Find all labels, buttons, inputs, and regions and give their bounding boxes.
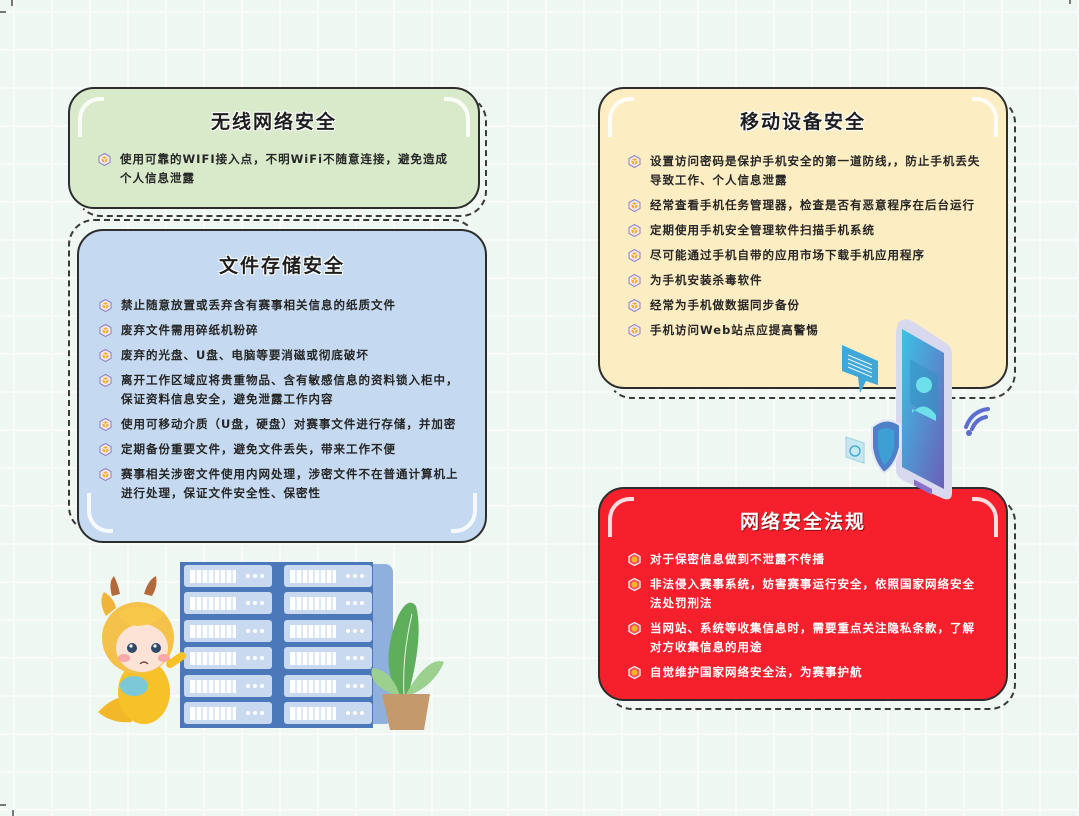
list-item: 废弃文件需用碎纸机粉碎 [99,321,461,340]
corner-highlight [972,497,998,537]
list-item: 经常为手机做数据同步备份 [628,296,986,315]
corner-highlight [451,493,477,533]
item-text: 经常为手机做数据同步备份 [650,298,800,312]
cube-bullet-icon [628,274,641,287]
list-item: 定期使用手机安全管理软件扫描手机系统 [628,221,986,240]
mobile-item-list: 设置访问密码是保护手机安全的第一道防线,，防止手机丢失导致工作、个人信息泄露 经… [628,152,986,340]
item-text: 非法侵入赛事系统，妨害赛事运行安全，依照国家网络安全法处罚刑法 [650,577,975,610]
cube-bullet-icon [99,443,112,456]
smartphone-security-icon [842,319,990,500]
cube-bullet-icon [628,578,641,591]
file-storage-security-card: 文件存储安全 禁止随意放置或丢弃含有赛事相关信息的纸质文件 废弃文件需用碎纸机粉… [77,229,487,543]
cube-bullet-icon [628,199,641,212]
wireless-item-list: 使用可靠的WIFI接入点，不明WiFi不随意连接，避免造成个人信息泄露 [98,150,458,188]
item-text: 废弃文件需用碎纸机粉碎 [121,323,259,337]
item-text: 禁止随意放置或丢弃含有赛事相关信息的纸质文件 [121,298,396,312]
crop-mark [0,11,6,13]
mobile-card-title: 移动设备安全 [739,111,866,133]
list-item: 废弃的光盘、U盘、电脑等要消磁或彻底破坏 [99,346,461,365]
wireless-card-dashed-outline [75,95,487,217]
item-text: 当网站、系统等收集信息时，需要重点关注隐私条款，了解对方收集信息的用途 [650,621,975,654]
corner-highlight [444,97,470,137]
cube-bullet-icon [628,224,641,237]
corner-highlight [608,497,634,537]
cube-bullet-icon [628,553,641,566]
item-text: 手机访问Web站点应提高警惕 [650,323,819,337]
list-item: 非法侵入赛事系统，妨害赛事运行安全，依照国家网络安全法处罚刑法 [628,575,986,613]
item-text: 使用可移动介质（U盘，硬盘）对赛事文件进行存储，并加密 [121,417,457,431]
item-text: 为手机安装杀毒软件 [650,273,763,287]
list-item: 离开工作区域应将贵重物品、含有敏感信息的资料锁入柜中，保证资料信息安全，避免泄露… [99,371,461,409]
item-text: 定期使用手机安全管理软件扫描手机系统 [650,223,875,237]
list-item: 经常查看手机任务管理器，检查是否有恶意程序在后台运行 [628,196,986,215]
crop-mark [12,810,14,816]
list-item: 赛事相关涉密文件使用内网处理，涉密文件不在普通计算机上进行处理，保证文件安全性、… [99,465,461,503]
cube-bullet-icon [628,666,641,679]
wireless-card-title: 无线网络安全 [210,111,337,133]
cyber-law-card: 网络安全法规 对于保密信息做到不泄露不传播 非法侵入赛事系统，妨害赛事运行安全，… [598,487,1008,701]
cube-bullet-icon [99,374,112,387]
law-card-dashed-outline [606,496,1016,710]
list-item: 设置访问密码是保护手机安全的第一道防线,，防止手机丢失导致工作、个人信息泄露 [628,152,986,190]
item-text: 离开工作区域应将贵重物品、含有敏感信息的资料锁入柜中，保证资料信息安全，避免泄露… [121,373,459,406]
list-item: 使用可移动介质（U盘，硬盘）对赛事文件进行存储，并加密 [99,415,461,434]
cube-bullet-icon [99,468,112,481]
item-text: 废弃的光盘、U盘、电脑等要消磁或彻底破坏 [121,348,369,362]
item-text: 定期备份重要文件，避免文件丢失，带来工作不便 [121,442,396,456]
crop-mark [11,0,13,6]
list-item: 禁止随意放置或丢弃含有赛事相关信息的纸质文件 [99,296,461,315]
cube-bullet-icon [628,324,641,337]
cube-bullet-icon [628,299,641,312]
law-item-list: 对于保密信息做到不泄露不传播 非法侵入赛事系统，妨害赛事运行安全，依照国家网络安… [628,550,986,682]
list-item: 使用可靠的WIFI接入点，不明WiFi不随意连接，避免造成个人信息泄露 [98,150,458,188]
law-card-title: 网络安全法规 [739,511,866,533]
corner-highlight [972,97,998,137]
cube-bullet-icon [99,299,112,312]
mobile-device-security-card: 移动设备安全 设置访问密码是保护手机安全的第一道防线,，防止手机丢失导致工作、个… [598,87,1008,389]
corner-highlight [78,97,104,137]
corner-highlight [87,493,113,533]
item-text: 设置访问密码是保护手机安全的第一道防线,，防止手机丢失导致工作、个人信息泄露 [650,154,981,187]
cube-bullet-icon [99,324,112,337]
item-text: 对于保密信息做到不泄露不传播 [650,552,825,566]
list-item: 尽可能通过手机自带的应用市场下载手机应用程序 [628,246,986,265]
file-item-list: 禁止随意放置或丢弃含有赛事相关信息的纸质文件 废弃文件需用碎纸机粉碎 废弃的光盘… [99,296,461,503]
list-item: 当网站、系统等收集信息时，需要重点关注隐私条款，了解对方收集信息的用途 [628,619,986,657]
server-rack-icon [180,562,393,728]
item-text: 使用可靠的WIFI接入点，不明WiFi不随意连接，避免造成个人信息泄露 [120,152,449,185]
cube-bullet-icon [628,249,641,262]
item-text: 赛事相关涉密文件使用内网处理，涉密文件不在普通计算机上进行处理，保证文件安全性、… [121,467,459,500]
file-card-dashed-outline [68,219,478,533]
cube-bullet-icon [628,622,641,635]
item-text: 经常查看手机任务管理器，检查是否有恶意程序在后台运行 [650,198,975,212]
cube-bullet-icon [99,418,112,431]
list-item: 自觉维护国家网络安全法，为赛事护航 [628,663,986,682]
crop-mark [1069,0,1071,4]
file-card-title: 文件存储安全 [218,255,345,277]
cube-bullet-icon [98,153,111,166]
dragon-mascot-icon [98,576,186,724]
item-text: 尽可能通过手机自带的应用市场下载手机应用程序 [650,248,925,262]
list-item: 定期备份重要文件，避免文件丢失，带来工作不便 [99,440,461,459]
potted-plant-icon [371,602,444,730]
corner-highlight [608,97,634,137]
wireless-security-card: 无线网络安全 使用可靠的WIFI接入点，不明WiFi不随意连接，避免造成个人信息… [68,87,480,209]
list-item: 手机访问Web站点应提高警惕 [628,321,986,340]
cube-bullet-icon [99,349,112,362]
list-item: 对于保密信息做到不泄露不传播 [628,550,986,569]
item-text: 自觉维护国家网络安全法，为赛事护航 [650,665,863,679]
cube-bullet-icon [628,155,641,168]
crop-mark [0,804,6,806]
list-item: 为手机安装杀毒软件 [628,271,986,290]
mobile-card-dashed-outline [606,97,1016,399]
